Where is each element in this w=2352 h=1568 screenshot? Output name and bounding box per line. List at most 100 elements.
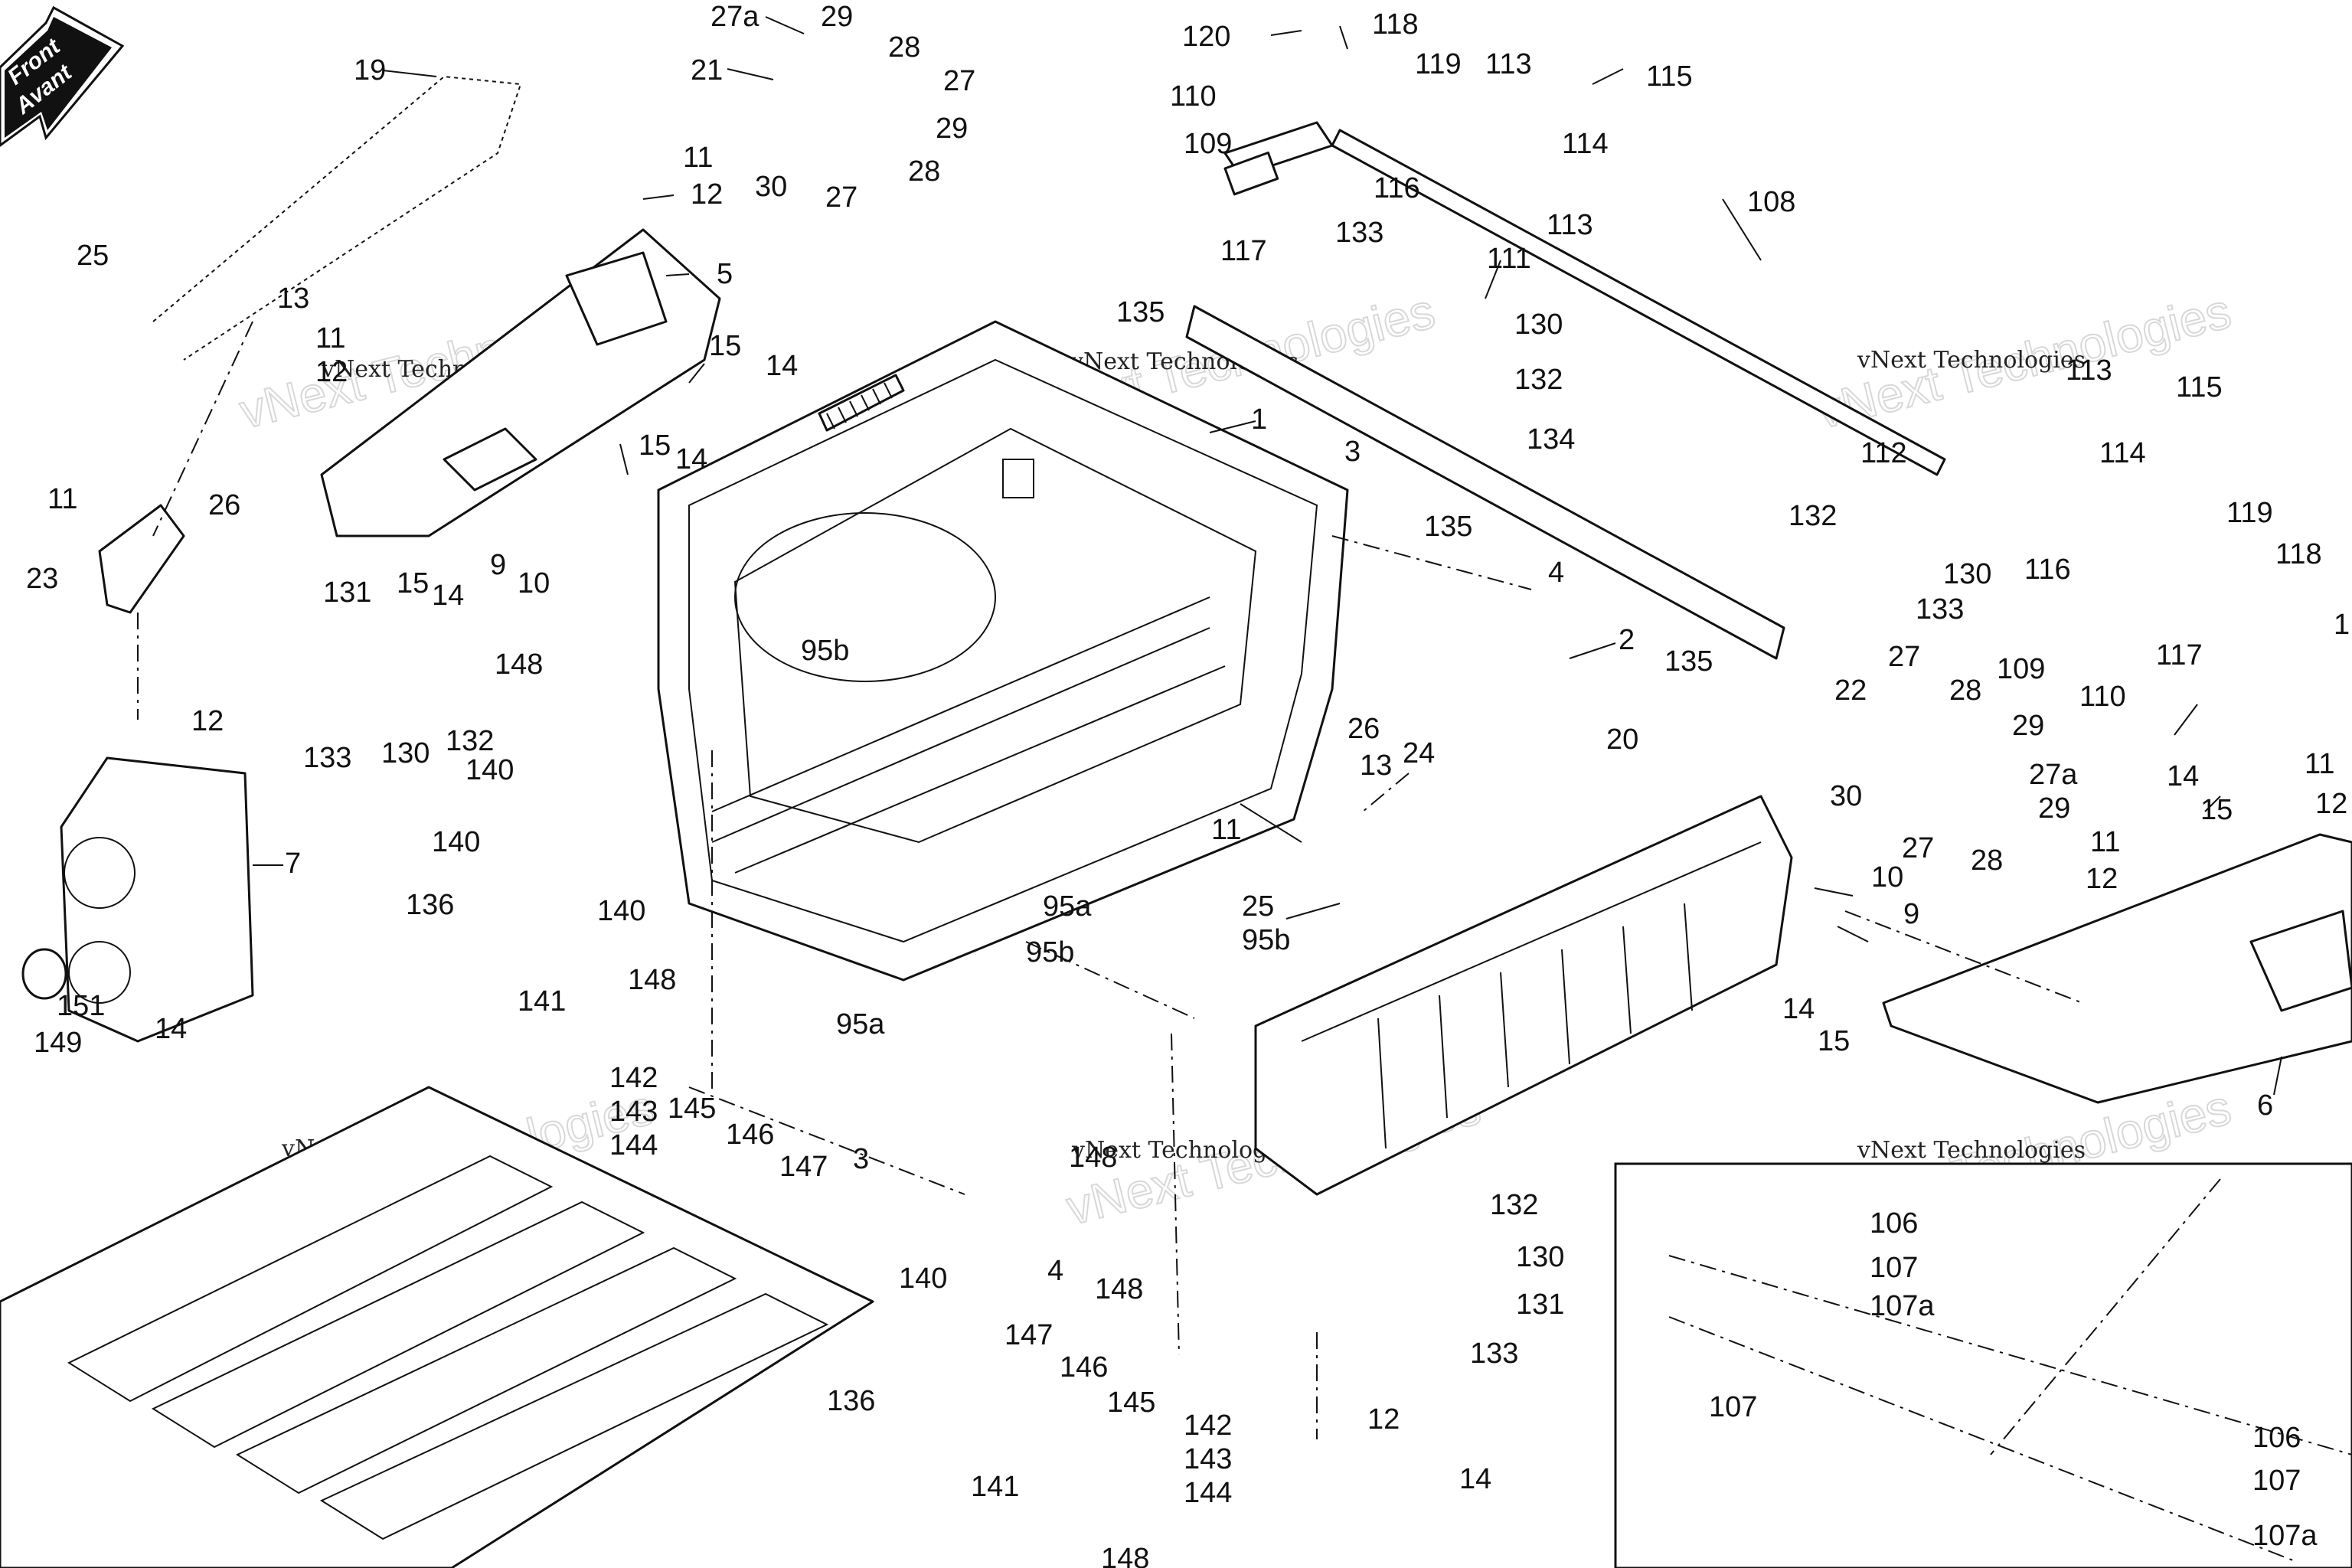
callout-95b: 95b (801, 635, 849, 667)
callout-144: 144 (609, 1129, 658, 1161)
callout-4b: 4 (1047, 1255, 1063, 1287)
callout-11c: 11 (47, 483, 77, 515)
callout-11: 11 (683, 142, 713, 174)
callout-27a: 27a (710, 1, 760, 33)
callout-132d: 132 (1490, 1189, 1538, 1221)
side-rail (1185, 305, 1785, 660)
callout-14e: 14 (2167, 760, 2199, 792)
callout-29b: 29 (936, 113, 968, 145)
callout-9b: 9 (1903, 898, 1919, 930)
callout-116: 116 (1374, 172, 1420, 204)
callout-140: 140 (466, 754, 514, 786)
callout-95a: 95a (1043, 890, 1092, 923)
callout-119b: 119 (2226, 497, 2273, 529)
callout-117b: 117 (2156, 639, 2203, 671)
callout-114: 114 (1562, 128, 1609, 160)
callout-26b: 26 (1348, 713, 1380, 745)
callout-15c: 15 (397, 567, 429, 599)
callout-28b: 28 (908, 155, 940, 188)
callout-109: 109 (1184, 128, 1232, 160)
callout-111: 111 (1487, 243, 1531, 275)
callout-14b: 14 (675, 443, 707, 475)
callout-30b: 30 (1830, 780, 1862, 812)
callout-145: 145 (668, 1093, 716, 1125)
callout-11f: 11 (1211, 814, 1241, 846)
callout-112: 112 (1860, 437, 1907, 469)
inset-detail-frame (1614, 1162, 2352, 1568)
callout-135b: 135 (1424, 511, 1472, 543)
left-upper-panel (320, 228, 721, 537)
callout-120: 120 (1182, 21, 1230, 53)
callout-95b-c: 95b (1026, 936, 1074, 969)
callout-23: 23 (26, 563, 58, 595)
callout-109b: 109 (1997, 653, 2045, 685)
callout-30: 30 (755, 171, 787, 203)
callout-14g: 14 (1459, 1463, 1491, 1495)
callout-14c: 14 (432, 580, 464, 612)
callout-13: 13 (277, 283, 309, 315)
watermark-6: vNext Technologies (1857, 1137, 2086, 1164)
callout-11e: 11 (2090, 826, 2120, 858)
callout-28: 28 (888, 31, 920, 64)
callout-95a-b: 95a (836, 1008, 885, 1040)
callout-142: 142 (609, 1062, 658, 1094)
callout-136: 136 (406, 889, 454, 921)
callout-107: 107 (1870, 1252, 1918, 1284)
right-side-panel (1254, 795, 1793, 1196)
callout-6: 6 (2257, 1089, 2273, 1122)
callout-140b: 140 (432, 826, 480, 858)
callout-133d: 133 (1470, 1338, 1518, 1370)
callout-12: 12 (691, 178, 723, 211)
callout-9: 9 (490, 549, 506, 581)
callout-27d: 27 (1902, 832, 1934, 864)
callout-107c: 107 (2252, 1465, 2301, 1497)
callout-106: 106 (1870, 1207, 1918, 1240)
callout-107b: 107 (1709, 1391, 1757, 1423)
bracket-23 (98, 504, 185, 614)
callout-1b: 1 (2334, 609, 2350, 641)
callout-147b: 147 (1004, 1319, 1053, 1351)
callout-118: 118 (1372, 8, 1419, 41)
leader-lines (253, 16, 2282, 1096)
callout-26: 26 (208, 489, 240, 521)
callout-28c: 28 (1949, 675, 1981, 707)
rod-19 (152, 75, 522, 361)
callout-141: 141 (518, 985, 566, 1018)
callout-28d: 28 (1971, 844, 2003, 877)
callout-133: 133 (1335, 217, 1383, 249)
callout-113: 113 (1485, 48, 1532, 80)
callout-107a-b: 107a (2252, 1520, 2318, 1552)
callout-27: 27 (943, 65, 975, 97)
callout-29: 29 (821, 1, 853, 33)
callout-labels: 1 9 27a 29 28 21 27 29 30 27 28 120 118 1… (26, 1, 2350, 1568)
callout-115: 115 (1646, 60, 1693, 93)
callout-27c: 27 (1888, 641, 1920, 673)
callout-29c: 29 (2012, 710, 2044, 742)
callout-15e: 15 (1818, 1025, 1850, 1057)
callout-140d: 140 (899, 1263, 947, 1295)
callout-113b: 113 (1547, 209, 1593, 241)
callout-118b: 118 (2275, 538, 2322, 570)
callout-148d: 148 (1095, 1273, 1143, 1305)
callout-25: 25 (77, 240, 109, 272)
callout-119: 119 (1415, 48, 1462, 80)
callout-132: 132 (1514, 364, 1563, 396)
callout-107a: 107a (1870, 1290, 1935, 1322)
callout-131b: 131 (1516, 1289, 1564, 1321)
callout-113c: 113 (2066, 354, 2112, 387)
callout-12f: 12 (1367, 1403, 1400, 1436)
callout-21: 21 (691, 54, 723, 87)
callout-133b: 133 (303, 742, 351, 774)
callout-130b: 130 (381, 737, 430, 769)
callout-15d: 15 (2200, 794, 2233, 826)
callout-117: 117 (1220, 235, 1267, 267)
callout-24: 24 (1403, 737, 1435, 769)
callout-13b: 13 (1360, 750, 1392, 782)
callout-130: 130 (1514, 309, 1563, 341)
callout-148c: 148 (1069, 1142, 1117, 1174)
callout-14: 14 (766, 350, 798, 382)
callout-5: 5 (717, 258, 733, 290)
callout-11d: 11 (2305, 748, 2334, 780)
callout-22: 22 (1834, 675, 1867, 707)
